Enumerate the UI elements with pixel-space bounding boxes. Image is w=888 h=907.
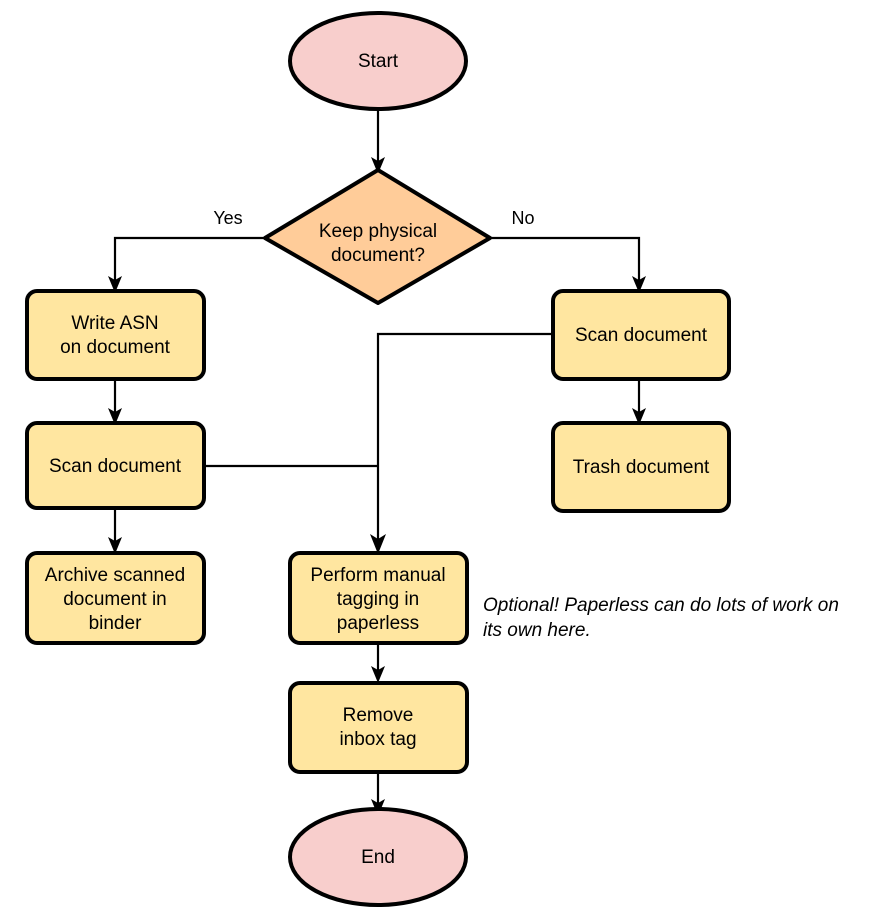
tagging-label-line3: paperless: [337, 613, 419, 634]
node-scan-document-right[interactable]: Scan document: [551, 289, 731, 381]
edge-scan-right-to-trash: [632, 380, 646, 425]
edge-write-asn-to-scan-left: [108, 380, 122, 425]
node-archive-scanned-document[interactable]: Archive scanned document in binder: [25, 551, 206, 645]
write-asn-box[interactable]: [25, 289, 206, 381]
end-label: End: [361, 847, 395, 868]
scan-right-box[interactable]: [551, 289, 731, 381]
edge-scan-left-to-archive: [108, 508, 122, 554]
tagging-label-line1: Perform manual: [310, 565, 445, 586]
remove-inbox-label-line1: Remove: [343, 705, 414, 726]
optional-note-line2: its own here.: [483, 620, 591, 641]
node-end[interactable]: End: [288, 807, 468, 907]
decision-label-line2: document?: [331, 245, 425, 266]
scan-left-box[interactable]: [25, 421, 206, 510]
archive-label-line2: document in: [63, 589, 167, 610]
node-write-asn[interactable]: Write ASN on document: [25, 289, 206, 381]
node-scan-document-left[interactable]: Scan document: [25, 421, 206, 510]
archive-label-line1: Archive scanned: [45, 565, 185, 586]
node-remove-inbox-tag[interactable]: Remove inbox tag: [288, 681, 469, 774]
edge-scan-right-to-tagging: [370, 332, 552, 554]
start-ellipse[interactable]: [288, 11, 468, 111]
write-asn-label-line2: on document: [60, 337, 171, 358]
node-perform-manual-tagging[interactable]: Perform manual tagging in paperless: [288, 551, 469, 645]
trash-label: Trash document: [573, 457, 710, 478]
scan-left-label: Scan document: [49, 456, 182, 477]
tagging-label-line2: tagging in: [337, 589, 419, 610]
decision-label-line1: Keep physical: [319, 221, 437, 242]
edge-label-yes: Yes: [213, 208, 242, 228]
decision-diamond[interactable]: [263, 168, 492, 305]
remove-inbox-box[interactable]: [288, 681, 469, 774]
trash-box[interactable]: [551, 421, 731, 513]
remove-inbox-label-line2: inbox tag: [339, 729, 416, 750]
archive-box[interactable]: [25, 551, 206, 645]
scan-right-label: Scan document: [575, 325, 708, 346]
optional-note: Optional! Paperless can do lots of work …: [483, 595, 839, 641]
tagging-box[interactable]: [288, 551, 469, 645]
write-asn-label-line1: Write ASN: [71, 313, 158, 334]
optional-note-line1: Optional! Paperless can do lots of work …: [483, 595, 839, 616]
node-decision-keep-physical-document[interactable]: Keep physical document?: [263, 168, 492, 305]
edge-decision-yes-to-write-asn: Yes: [108, 208, 265, 293]
node-start[interactable]: Start: [288, 11, 468, 111]
start-label: Start: [358, 51, 399, 72]
archive-label-line3: binder: [89, 613, 142, 634]
edge-decision-no-to-scan-right: No: [490, 208, 646, 293]
node-trash-document[interactable]: Trash document: [551, 421, 731, 513]
edge-tagging-to-remove-inbox: [371, 645, 385, 683]
edge-label-no: No: [511, 208, 534, 228]
end-ellipse[interactable]: [288, 807, 468, 907]
